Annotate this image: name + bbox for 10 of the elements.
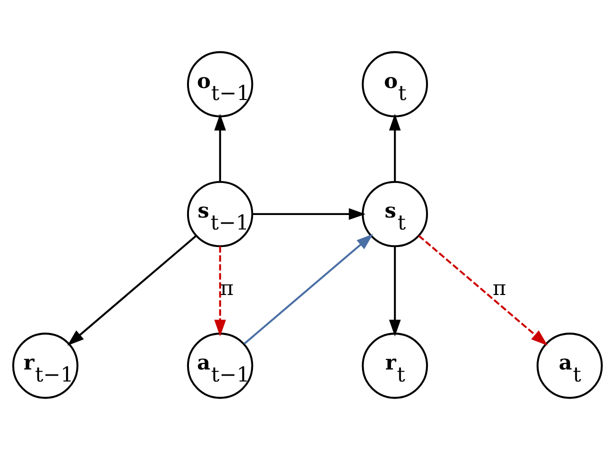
arrow [418, 235, 548, 346]
arrow [67, 235, 197, 346]
arrow [214, 246, 226, 337]
arrow [244, 234, 374, 345]
arrow [214, 114, 226, 182]
arrow [389, 246, 401, 337]
edge-label: π [492, 276, 506, 300]
edge-label: π [220, 276, 234, 300]
arrow [389, 114, 401, 182]
arrow [252, 208, 366, 220]
